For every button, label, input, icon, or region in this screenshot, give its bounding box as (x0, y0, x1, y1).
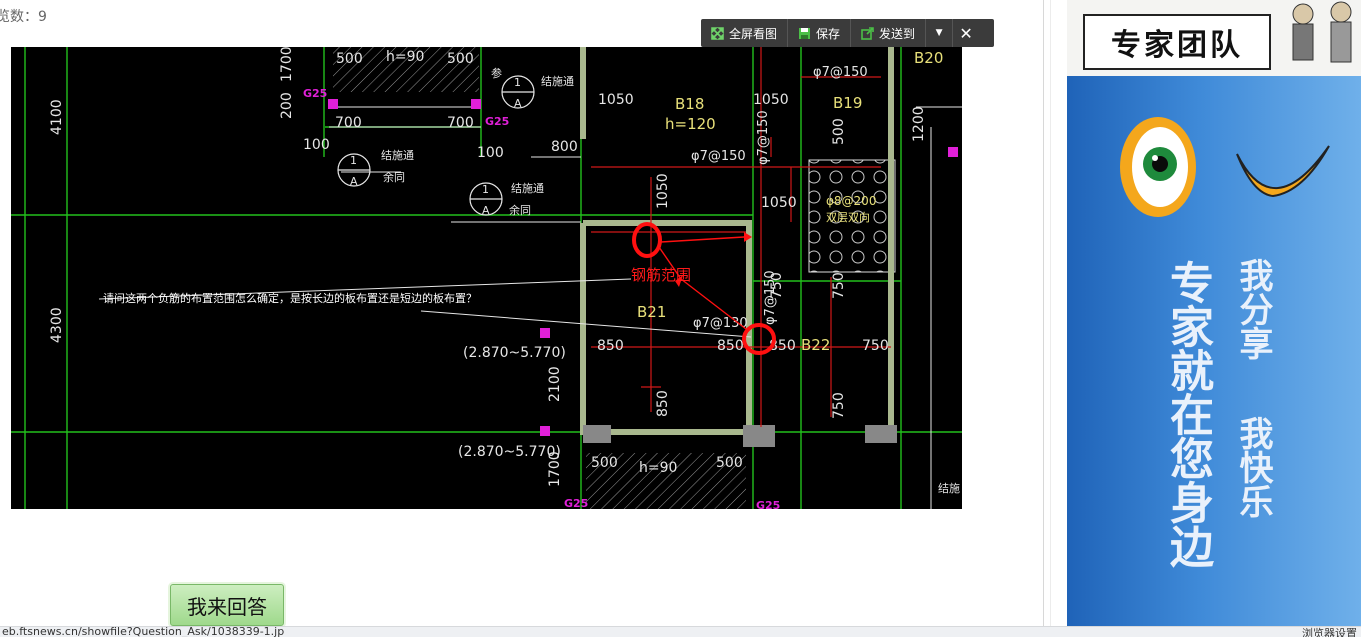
ref-label: 结施 (938, 482, 960, 495)
ref-label: 余同 (383, 170, 405, 184)
fullscreen-icon (711, 26, 724, 40)
slab-label: B22 (801, 336, 830, 354)
ad-tagline: 我分享 (1233, 258, 1273, 360)
eye-icon (1120, 117, 1196, 217)
cad-drawing-image: 1 A 1 A 1 A 结施通 参 结施通 余同 结施通 余同 500 h=90… (11, 47, 962, 509)
grade-label: G25 (303, 87, 327, 100)
dim-label: 200 (279, 92, 295, 119)
dim-label: 850 (655, 390, 671, 417)
dim-label: 100 (477, 145, 504, 161)
view-count: 览数：9 (0, 9, 47, 25)
column-divider (1050, 0, 1051, 626)
dim-label: 750 (769, 272, 785, 299)
dim-label: h=90 (386, 49, 424, 65)
rebar-spec: φ7@150 (813, 65, 868, 80)
ref-label: 结施通 (541, 75, 574, 88)
callout-number: 1 (514, 76, 521, 89)
ad-title: 专家团队 (1083, 14, 1271, 70)
image-toolbar: 全屏看图 保存 发送到 ▼ ✕ (701, 19, 994, 47)
dim-label: h=90 (639, 460, 677, 476)
dim-label: 500 (336, 51, 363, 67)
dim-label: 500 (716, 455, 743, 471)
slab-label: h=120 (665, 115, 716, 133)
rebar-spec: φ7@150 (691, 149, 746, 164)
cartoon-figures-icon (1292, 1, 1352, 63)
wink-icon (1236, 145, 1330, 198)
dim-label: 1050 (655, 173, 671, 209)
dim-label: 1050 (598, 92, 634, 108)
dim-label: 800 (551, 139, 578, 155)
rebar-spec: φ8@200 (826, 194, 876, 208)
fullscreen-label: 全屏看图 (729, 26, 778, 41)
dim-label: 4300 (49, 307, 65, 343)
save-button[interactable]: 保存 (788, 19, 852, 47)
dim-label: 1700 (279, 47, 295, 82)
grade-label: G25 (756, 499, 780, 509)
callout-letter: A (514, 97, 522, 110)
dim-label: 2100 (547, 366, 563, 402)
save-label: 保存 (816, 26, 841, 41)
ref-label: 结施通 (381, 149, 414, 162)
dim-label: 750 (862, 338, 889, 354)
callout-letter: A (350, 175, 358, 188)
ref-label: 参 (491, 66, 502, 80)
rebar-spec: φ7@150 (756, 110, 771, 165)
answer-button[interactable]: 我来回答 (170, 584, 284, 626)
ad-banner: 专家就在您身边 我分享 我快乐 (1067, 76, 1361, 626)
grade-label: G25 (564, 497, 588, 509)
callout-letter: A (482, 204, 490, 217)
expert-team-ad[interactable]: 专家团队 专家就在您身边 我分享 我快乐 (1067, 0, 1361, 626)
column-divider (1043, 0, 1044, 626)
dim-label: 1700 (547, 451, 563, 487)
slab-label: B19 (833, 94, 862, 112)
elevation-label: (2.870~5.770) (458, 444, 561, 460)
rebar-spec: φ7@150 (763, 270, 778, 325)
dim-label: 1050 (761, 195, 797, 211)
fullscreen-button[interactable]: 全屏看图 (701, 19, 789, 47)
send-to-button[interactable]: 发送到 (851, 19, 927, 47)
slab-label: B21 (637, 303, 666, 321)
dim-label: 700 (447, 115, 474, 131)
status-url: eb.ftsnews.cn/showfile?Question_Ask/1038… (2, 626, 285, 637)
dim-label: 850 (597, 338, 624, 354)
ref-label: 结施通 (511, 182, 544, 195)
status-right-text: 浏览器设置 (1302, 627, 1357, 637)
callout-number: 1 (482, 183, 489, 196)
send-dropdown-arrow-icon[interactable]: ▼ (926, 19, 954, 47)
ad-tagline: 我快乐 (1233, 416, 1273, 518)
callout-number: 1 (350, 154, 357, 167)
drawing-question: 请问这两个负筋的布置范围怎么确定，是按长边的板布置还是短边的板布置？ (103, 291, 477, 305)
dim-label: 1200 (911, 106, 927, 142)
elevation-label: (2.870~5.770) (463, 345, 566, 361)
dim-label: 750 (831, 392, 847, 419)
grade-label: G25 (485, 115, 509, 128)
ref-label: 余同 (509, 203, 531, 217)
slab-label: B18 (675, 95, 704, 113)
close-icon[interactable]: ✕ (959, 23, 973, 43)
dim-label: 100 (303, 137, 330, 153)
share-icon (861, 26, 874, 40)
dim-label: 850 (717, 338, 744, 354)
dim-label: 1050 (753, 92, 789, 108)
rebar-note: 双层双向 (826, 210, 870, 224)
save-icon (798, 27, 811, 40)
annotation-label: 钢筋范围 (631, 266, 691, 284)
dim-label: 4100 (49, 99, 65, 135)
dim-label: 700 (335, 115, 362, 131)
send-to-label: 发送到 (879, 26, 916, 41)
ad-header: 专家团队 (1067, 0, 1361, 76)
dim-label: 500 (591, 455, 618, 471)
slab-label: B20 (914, 49, 943, 67)
dim-label: 750 (831, 272, 847, 299)
ad-slogan: 专家就在您身边 (1162, 260, 1213, 568)
dim-label: 500 (831, 118, 847, 145)
dim-label: 500 (447, 51, 474, 67)
status-bar: eb.ftsnews.cn/showfile?Question_Ask/1038… (0, 626, 1361, 637)
